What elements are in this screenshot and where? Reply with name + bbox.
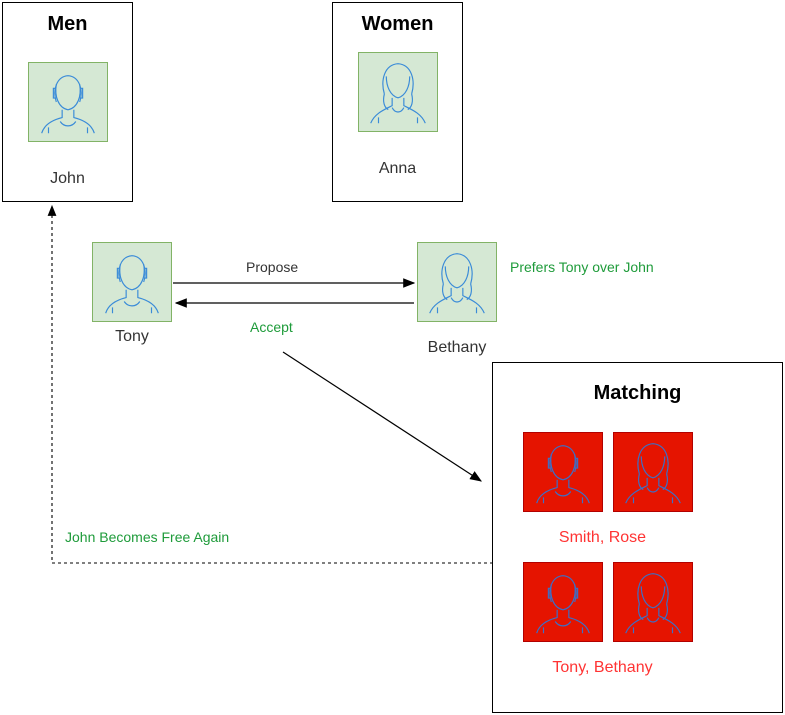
men-title: Men — [47, 13, 88, 35]
rose-avatar-icon — [613, 432, 693, 512]
tony-avatar-icon — [92, 242, 172, 322]
pair-label-1: Smith, Rose — [558, 529, 647, 546]
women-box: Women Anna — [332, 2, 463, 202]
free-again-dashed-arrow — [47, 204, 493, 564]
bethany-avatar-icon — [417, 242, 497, 322]
free-again-label: John Becomes Free Again — [65, 529, 230, 545]
bethany-matched-avatar-icon — [613, 562, 693, 642]
tony-matched-avatar-icon — [523, 562, 603, 642]
men-box: Men John — [2, 2, 133, 202]
tony-name: Tony — [115, 328, 149, 345]
propose-label: Propose — [246, 259, 299, 275]
man-avatar-icon — [28, 62, 108, 142]
to-matching-arrow — [282, 351, 483, 482]
women-title: Women — [361, 13, 434, 35]
smith-avatar-icon — [523, 432, 603, 512]
bethany-name: Bethany — [427, 339, 487, 356]
woman-avatar-icon — [358, 52, 438, 132]
woman-name-anna: Anna — [378, 160, 417, 177]
matching-box: Matching Smith, Rose Tony, Bethany — [492, 362, 783, 713]
pair-label-2: Tony, Bethany — [552, 659, 653, 676]
preference-note: Prefers Tony over John — [510, 259, 654, 275]
accept-label: Accept — [250, 319, 293, 335]
man-name-john: John — [50, 170, 85, 187]
matching-title: Matching — [593, 382, 682, 404]
